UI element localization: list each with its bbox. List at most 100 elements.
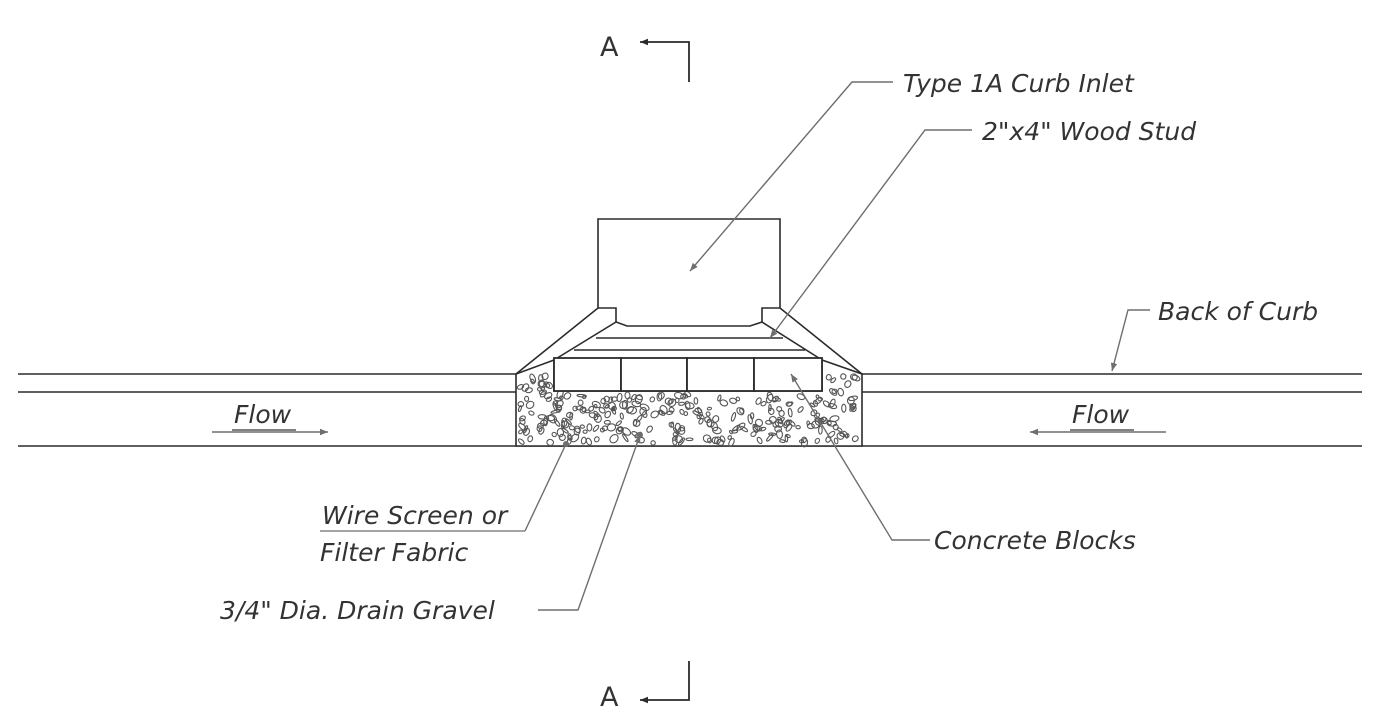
gravel-stone [788, 420, 796, 427]
gravel-stone [760, 400, 767, 407]
gravel-stone [586, 423, 593, 432]
gravel-stone [785, 423, 793, 432]
curb-inlet-throat [515, 307, 863, 375]
gravel-stone [736, 407, 745, 416]
gravel-stone [699, 414, 705, 420]
gravel-stone [553, 418, 561, 427]
gravel-stone [735, 396, 741, 402]
gravel-stone [818, 425, 823, 435]
leader-dot-wire-screen [563, 441, 569, 447]
gravel-stone [679, 408, 685, 415]
gravel-stone [646, 425, 653, 433]
label-flow-right: Flow [1072, 400, 1130, 429]
gravel-stone [710, 421, 719, 432]
gravel-stone [840, 373, 847, 380]
gravel-stone [624, 391, 631, 400]
gravel-stone [538, 427, 545, 435]
gravel-stone [599, 427, 605, 433]
section-cut-arrow-bottom [640, 661, 690, 704]
gravel-stone [674, 435, 684, 444]
gravel-stone [833, 437, 839, 445]
gravel-stone [706, 406, 713, 411]
gravel-stone [649, 396, 656, 403]
gravel-stone [812, 400, 819, 407]
gravel-stone [693, 397, 699, 405]
label-wire-screen: Wire Screen or [322, 501, 509, 530]
gravel-stone [588, 405, 595, 412]
section-cut-bottom: A [600, 661, 690, 713]
gravel-stone [619, 400, 628, 410]
gravel-stone [830, 377, 837, 384]
gravel-stone [684, 390, 692, 398]
gravel-stone [704, 416, 712, 424]
gravel-stone [581, 394, 587, 400]
concrete-block [686, 357, 755, 392]
gravel-stone [516, 384, 525, 390]
gravel-stone [631, 393, 637, 401]
gravel-stone [622, 433, 629, 443]
gravel-stone [768, 404, 772, 412]
gravel-stone [849, 403, 857, 412]
gravel-stone [729, 397, 738, 404]
gravel-stone [832, 423, 839, 431]
leader-wood-stud [769, 129, 972, 339]
gravel-stone [779, 439, 786, 444]
gravel-stone [543, 415, 549, 427]
gravel-stone [806, 420, 811, 426]
section-cut-top: A [600, 32, 690, 82]
inlet-wing-inner [553, 321, 823, 361]
gravel-stone [592, 424, 600, 432]
concrete-block [620, 357, 688, 392]
gravel-stone [787, 407, 793, 418]
gravel-stone [598, 407, 606, 414]
label-filter-fabric: Filter Fabric [320, 538, 468, 567]
gravel-stone [851, 435, 859, 443]
gravel-stone [759, 426, 767, 432]
gravel-stone [829, 388, 838, 396]
gravel-stone [650, 440, 656, 446]
gravel-stone [814, 437, 821, 444]
gravel-stone [740, 425, 749, 433]
concrete-blocks [553, 357, 823, 392]
gravel-stone [561, 417, 568, 428]
gravel-stone [827, 403, 838, 410]
gravel-stone [551, 431, 557, 438]
gravel-stone [777, 416, 783, 425]
gravel-stone [621, 427, 632, 436]
gravel-stone [554, 400, 564, 409]
gravel-stone [826, 419, 832, 426]
gravel-stone [553, 397, 563, 402]
gravel-stone [682, 392, 689, 399]
label-drain-gravel: 3/4" Dia. Drain Gravel [220, 596, 495, 625]
gravel-stone [768, 415, 777, 424]
gravel-stone [767, 407, 775, 415]
gravel-stone [601, 425, 609, 432]
gravel-stone [727, 435, 732, 440]
gravel-stone [827, 430, 836, 439]
leaders [212, 81, 1166, 611]
gravel-stone [569, 412, 573, 421]
section-cut-arrow-top [640, 38, 690, 82]
gravel-stone [672, 427, 680, 436]
gravel-stone [814, 397, 822, 405]
gravel-stone [627, 406, 638, 415]
gravel-stone [672, 435, 678, 441]
gravel-stone [729, 429, 733, 435]
gravel-stone [530, 378, 536, 385]
label-curb-inlet: Type 1A Curb Inlet [903, 69, 1135, 98]
gravel-stone [766, 433, 774, 442]
gravel-stone [579, 424, 585, 429]
gravel-stone [755, 397, 762, 405]
gravel-stone [527, 435, 534, 443]
gravel-stone [736, 422, 746, 431]
gravel-stone [609, 434, 619, 444]
gravel-stone [538, 389, 547, 395]
gravel-stone [768, 432, 777, 436]
gravel-stone [635, 414, 643, 423]
gravel-stone [711, 426, 722, 435]
gravel-stone [784, 434, 789, 443]
gravel-stone [667, 398, 677, 408]
gravel-stone [603, 395, 610, 403]
gravel-stone [525, 400, 535, 409]
gravel-stone [537, 379, 546, 388]
